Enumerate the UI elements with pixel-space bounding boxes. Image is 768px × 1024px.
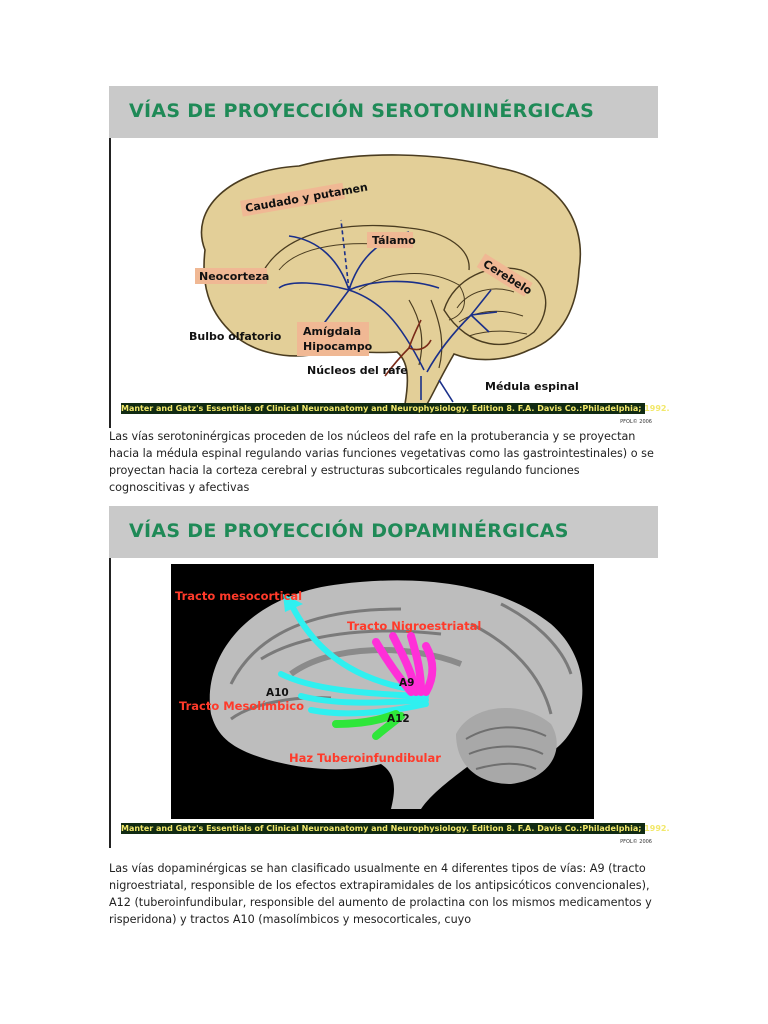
figure-header: VÍAS DE PROYECCIÓN SEROTONINÉRGICAS bbox=[109, 86, 658, 138]
figure-credit: Manter and Gatz's Essentials of Clinical… bbox=[121, 823, 670, 834]
paragraph-dopamine: Las vías dopaminérgicas se han clasifica… bbox=[109, 862, 652, 926]
watermark: PFOL© 2006 bbox=[620, 419, 652, 425]
label-mesocortical: Tracto mesocortical bbox=[175, 589, 302, 603]
label-amigdala: Amígdala bbox=[303, 325, 361, 338]
figure-title: VÍAS DE PROYECCIÓN SEROTONINÉRGICAS bbox=[129, 100, 595, 122]
label-bulbo: Bulbo olfatorio bbox=[189, 330, 282, 343]
figure-title: VÍAS DE PROYECCIÓN DOPAMINÉRGICAS bbox=[129, 520, 569, 542]
serotonin-brain-diagram: Caudado y putamen Tálamo Neocorteza Cere… bbox=[189, 154, 582, 405]
label-a12: A12 bbox=[387, 713, 410, 725]
label-a9: A9 bbox=[399, 677, 414, 689]
label-mesolimbico: Tracto Mesolímbico bbox=[179, 699, 304, 713]
label-hipocampo: Hipocampo bbox=[303, 340, 373, 353]
figure-credit: Manter and Gatz's Essentials of Clinical… bbox=[121, 403, 670, 414]
paragraph-serotonin: Las vías serotoninérgicas proceden de lo… bbox=[109, 430, 654, 494]
dopamine-figure: VÍAS DE PROYECCIÓN DOPAMINÉRGICAS bbox=[109, 506, 670, 850]
dopamine-brain-diagram: Tracto mesocortical Tracto Nigroestriata… bbox=[171, 564, 594, 819]
label-neocorteza: Neocorteza bbox=[199, 270, 269, 283]
figure-header: VÍAS DE PROYECCIÓN DOPAMINÉRGICAS bbox=[109, 506, 658, 558]
label-tuberoinfundibular: Haz Tuberoinfundibular bbox=[289, 751, 441, 765]
watermark: PFOL© 2006 bbox=[620, 839, 652, 845]
label-nucleos: Núcleos del rafe bbox=[307, 364, 408, 377]
label-talamo: Tálamo bbox=[372, 234, 416, 247]
label-nigroestriatal: Tracto Nigroestriatal bbox=[347, 619, 481, 633]
label-medula: Médula espinal bbox=[485, 380, 579, 393]
label-a10: A10 bbox=[266, 687, 289, 699]
serotonin-figure: VÍAS DE PROYECCIÓN SEROTONINÉRGICAS bbox=[109, 86, 670, 430]
